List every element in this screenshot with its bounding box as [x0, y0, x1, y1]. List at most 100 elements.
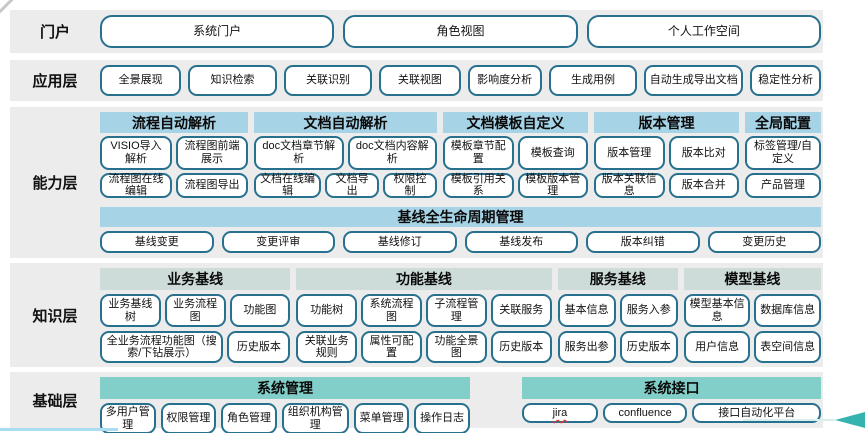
baseline-box-change-review: 变更评审: [221, 231, 335, 253]
group-service-baseline: 服务基线 基本信息 服务入参 服务出参 历史版本: [557, 268, 678, 363]
group-header-global-config: 全局配置: [745, 112, 821, 133]
cap-box-template-reference: 模板引用关系: [443, 173, 514, 198]
kn-box-business-baseline-tree: 业务基线树: [100, 294, 161, 328]
baseline-box-change-history: 变更历史: [707, 231, 821, 253]
cap-box-doc-chapter-parse: doc文档章节解析: [254, 136, 344, 170]
kn-box-related-services: 关联服务: [490, 294, 552, 328]
kn-box-business-flowchart: 业务流程图: [164, 294, 226, 328]
layer-label-portal: 门户: [39, 24, 70, 41]
kn-box-tablespace-info: 表空间信息: [754, 331, 821, 363]
fd-box-interface-automation-platform: 接口自动化平台: [692, 403, 821, 423]
kn-box-subprocess-management: 子流程管理: [425, 294, 487, 328]
group-model-baseline: 模型基线 模型基本信息 数据库信息 用户信息 表空间信息: [683, 268, 821, 363]
baseline-box-version-correction: 版本纠错: [586, 231, 700, 253]
cap-box-template-version: 模板版本管理: [517, 173, 588, 198]
group-header-system-management: 系统管理: [100, 377, 470, 399]
cap-box-version-relation-info: 版本关联信息: [594, 173, 665, 198]
foundation-layer-band: 基础层 系统管理 多用户管理 权限管理 角色管理 组织机构管理 菜单管理 操作日…: [10, 372, 823, 433]
layer-label-knowledge: 知识层: [32, 307, 78, 325]
fd-box-organization-management: 组织机构管理: [281, 403, 349, 433]
group-header-function-baseline: 功能基线: [296, 268, 552, 290]
group-header-model-baseline: 模型基线: [683, 268, 821, 290]
kn-box-user-info: 用户信息: [683, 331, 751, 363]
cap-box-permission-control: 权限控制: [383, 173, 437, 198]
cap-box-doc-content-parse: doc文档内容解析: [347, 136, 437, 170]
cap-box-template-chapter-config: 模板章节配置: [443, 136, 514, 170]
kn-box-history-version-business: 历史版本: [227, 331, 291, 363]
baseline-box-revision: 基线修订: [343, 231, 457, 253]
capability-layer-band: 能力层 流程自动解析 VISIO导入解析 流程图前端展示 流程图在线编辑 流程图…: [10, 107, 823, 258]
knowledge-content: 业务基线 业务基线树 业务流程图 功能图 全业务流程功能图（搜索/下钻展示） 历…: [100, 263, 823, 367]
group-header-business-baseline: 业务基线: [100, 268, 291, 290]
cap-box-flowchart-export: 流程图导出: [176, 172, 248, 198]
app-box-auto-export-doc: 自动生成导出文档: [644, 65, 744, 96]
kn-box-service-output-params: 服务出参: [557, 331, 616, 363]
kn-box-full-business-flow: 全业务流程功能图（搜索/下钻展示）: [100, 331, 224, 363]
fd-box-confluence: confluence: [602, 403, 688, 423]
group-header-version-management: 版本管理: [594, 112, 739, 133]
group-doc-parsing: 文档自动解析 doc文档章节解析 doc文档内容解析 文档在线编辑 文档导出 权…: [254, 112, 437, 198]
group-header-service-baseline: 服务基线: [557, 268, 678, 290]
group-system-interface: 系统接口 jira confluence 接口自动化平台: [522, 377, 821, 423]
group-process-parsing: 流程自动解析 VISIO导入解析 流程图前端展示 流程图在线编辑 流程图导出: [100, 112, 248, 198]
kn-box-function-diagram: 功能图: [229, 294, 291, 328]
kn-box-configurable-attributes: 属性可配置: [361, 331, 422, 363]
portal-box-personal-workspace: 个人工作空间: [586, 15, 821, 48]
fd-box-permission-management: 权限管理: [160, 403, 217, 433]
cap-box-version-merge: 版本合并: [668, 172, 739, 198]
group-template-custom: 文档模板自定义 模板章节配置 模板查询 模板引用关系 模板版本管理: [443, 112, 588, 198]
cap-box-version-compare: 版本比对: [668, 136, 739, 170]
group-header-template-custom: 文档模板自定义: [443, 112, 588, 133]
kn-box-model-basic-info: 模型基本信息: [683, 294, 751, 328]
application-boxes: 全景展现 知识检索 关联识别 关联视图 影响度分析 生成用例 自动生成导出文档 …: [100, 60, 823, 101]
app-box-relation-identify: 关联识别: [283, 65, 373, 96]
cap-box-visio-import: VISIO导入解析: [100, 136, 172, 170]
kn-box-database-info: 数据库信息: [754, 294, 821, 328]
capability-content: 流程自动解析 VISIO导入解析 流程图前端展示 流程图在线编辑 流程图导出 文…: [100, 107, 823, 258]
group-global-config: 全局配置 标签管理/自定义 产品管理: [745, 112, 821, 198]
foundation-content: 系统管理 多用户管理 权限管理 角色管理 组织机构管理 菜单管理 操作日志 系统…: [100, 372, 823, 433]
fd-box-role-management: 角色管理: [221, 403, 277, 433]
app-box-panorama: 全景展现: [100, 65, 182, 96]
group-function-baseline: 功能基线 功能树 系统流程图 子流程管理 关联服务 关联业务规则 属性可配置 功…: [296, 268, 552, 363]
group-version-management: 版本管理 版本管理 版本比对 版本关联信息 版本合并: [594, 112, 739, 198]
portal-box-role-view: 角色视图: [343, 15, 578, 48]
kn-box-system-flowchart: 系统流程图: [361, 294, 422, 328]
kn-box-function-panorama: 功能全景图: [425, 331, 487, 363]
left-arrow-icon: [835, 412, 865, 428]
app-box-impact-analysis: 影响度分析: [467, 65, 542, 96]
group-business-baseline: 业务基线 业务基线树 业务流程图 功能图 全业务流程功能图（搜索/下钻展示） 历…: [100, 268, 291, 363]
app-box-stability-analysis: 稳定性分析: [750, 65, 821, 96]
cap-box-product-management: 产品管理: [745, 172, 821, 198]
group-header-system-interface: 系统接口: [522, 377, 821, 399]
layer-label-foundation: 基础层: [32, 392, 78, 410]
arrow-tail-line: [743, 419, 835, 421]
baseline-box-change: 基线变更: [100, 231, 214, 253]
fd-box-jira: jira: [522, 403, 598, 423]
fd-box-operation-log: 操作日志: [414, 403, 470, 433]
kn-box-service-input-params: 服务入参: [619, 294, 678, 328]
kn-box-history-version-function: 历史版本: [490, 331, 552, 363]
app-box-knowledge-search: 知识检索: [188, 65, 277, 96]
group-header-doc-parsing: 文档自动解析: [254, 112, 437, 133]
baseline-boxes: 基线变更 变更评审 基线修订 基线发布 版本纠错 变更历史: [100, 231, 821, 253]
group-header-process-parsing: 流程自动解析: [100, 112, 248, 133]
kn-box-related-business-rules: 关联业务规则: [296, 331, 358, 363]
kn-box-history-version-service: 历史版本: [619, 331, 678, 363]
app-box-generate-usecase: 生成用例: [548, 65, 638, 96]
portal-box-system-portal: 系统门户: [100, 15, 335, 48]
cap-box-tag-management: 标签管理/自定义: [745, 136, 821, 170]
cap-box-doc-online-edit: 文档在线编辑: [254, 173, 322, 198]
baseline-box-release: 基线发布: [464, 231, 578, 253]
portal-layer-band: 门户 系统门户 角色视图 个人工作空间: [10, 10, 823, 53]
kn-box-function-tree: 功能树: [296, 294, 358, 328]
capability-groups: 流程自动解析 VISIO导入解析 流程图前端展示 流程图在线编辑 流程图导出 文…: [100, 112, 821, 198]
knowledge-groups: 业务基线 业务基线树 业务流程图 功能图 全业务流程功能图（搜索/下钻展示） 历…: [100, 268, 821, 363]
jira-label: jira: [552, 406, 568, 419]
cap-box-doc-export: 文档导出: [325, 173, 380, 198]
knowledge-layer-band: 知识层 业务基线 业务基线树 业务流程图 功能图 全业务流程功能图（搜索/下钻展…: [10, 263, 823, 367]
layer-label-application: 应用层: [32, 73, 78, 90]
fd-box-menu-management: 菜单管理: [353, 403, 410, 433]
cap-box-flowchart-frontend: 流程图前端展示: [176, 136, 248, 170]
